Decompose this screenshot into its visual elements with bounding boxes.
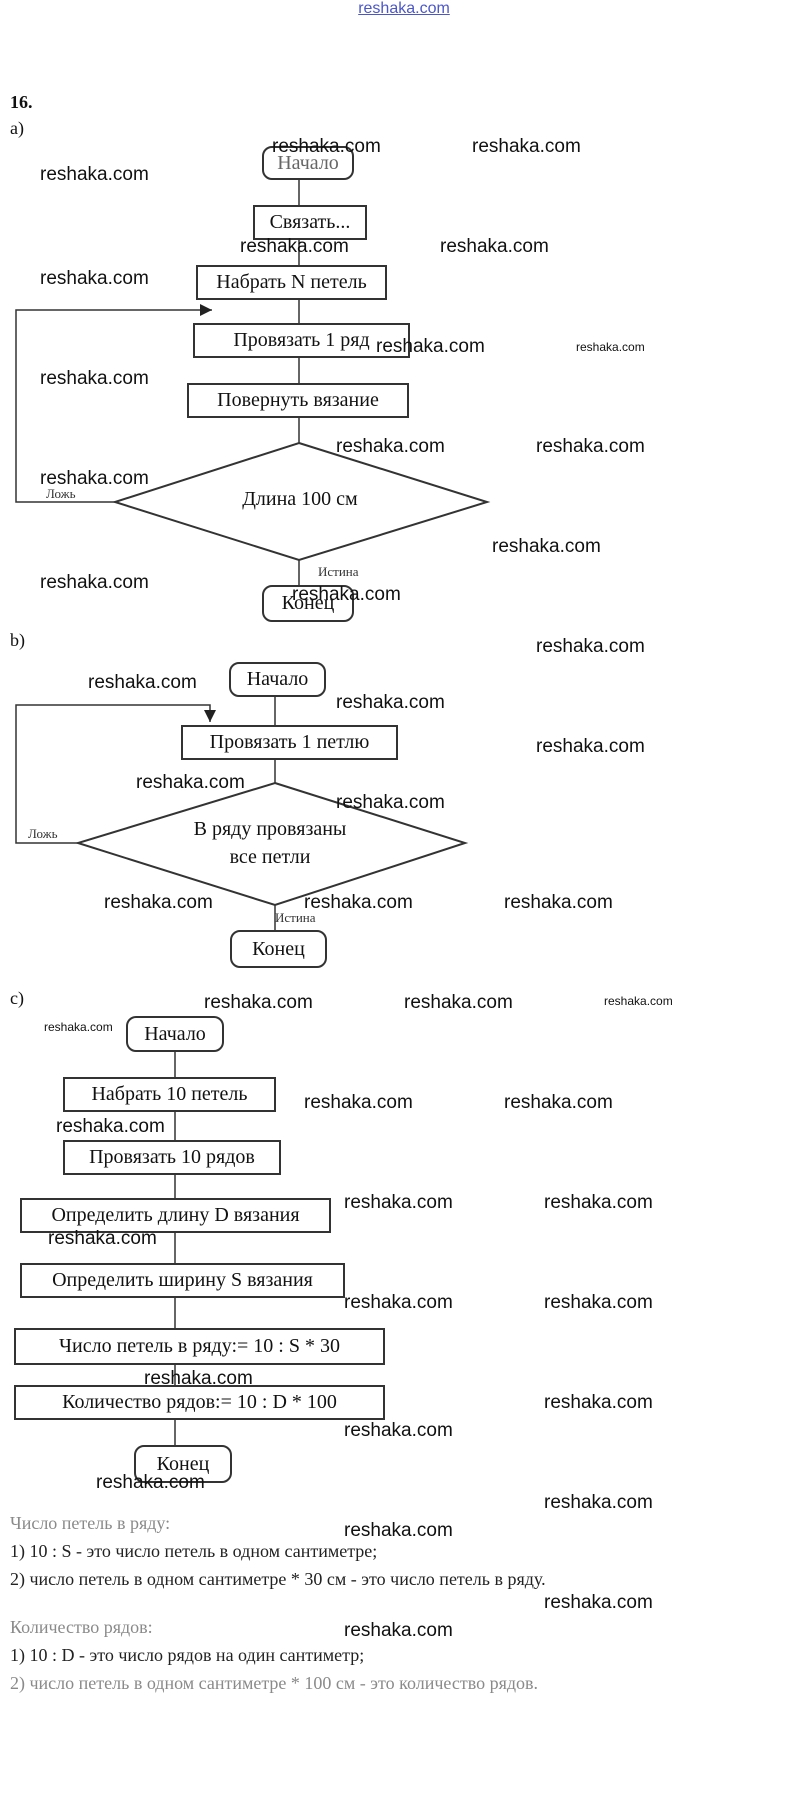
watermark-text: reshaka.com: [536, 436, 645, 457]
watermark-text: reshaka.com: [204, 992, 313, 1013]
watermark-text: reshaka.com: [504, 892, 613, 913]
watermark-text: reshaka.com: [344, 1292, 453, 1313]
watermark-text: reshaka.com: [544, 1392, 653, 1413]
notes-loops-title: Число петель в ряду:: [10, 1513, 171, 1533]
watermark-text: reshaka.com: [544, 1192, 653, 1213]
flow-b-decision-line2: все петли: [229, 846, 311, 868]
watermark-text: reshaka.com: [536, 636, 645, 657]
notes-rows-2: 2) число петель в одном сантиметре * 100…: [10, 1673, 539, 1693]
watermark-text: reshaka.com: [440, 236, 549, 257]
watermark-text: reshaka.com: [88, 672, 197, 693]
flow-c-step-length: Определить длину D вязания: [20, 1198, 331, 1233]
watermark-text: reshaka.com: [40, 572, 149, 593]
watermark-text: reshaka.com: [40, 268, 149, 289]
watermark-text: reshaka.com: [536, 736, 645, 757]
notes-loops-2: 2) число петель в одном сантиметре * 30 …: [10, 1569, 546, 1589]
notes-loops-1: 1) 10 : S - это число петель в одном сан…: [10, 1541, 378, 1561]
watermark-text: reshaka.com: [104, 892, 213, 913]
watermark-text: reshaka.com: [144, 1368, 253, 1389]
watermark-text: reshaka.com: [240, 236, 349, 257]
notes-rows-title: Количество рядов:: [10, 1617, 153, 1637]
flow-a-lines: [15, 178, 300, 585]
watermark-text: reshaka.com: [492, 536, 601, 557]
flow-b-decision-diamond: [74, 781, 469, 907]
flow-c-step-cast-on: Набрать 10 петель: [63, 1077, 276, 1112]
flow-a-start: Начало: [262, 146, 354, 180]
watermark-text: reshaka.com: [344, 1620, 453, 1641]
section-b-label: b): [10, 630, 25, 650]
flow-b-true-label: Истина: [275, 910, 316, 925]
watermark-text: reshaka.com: [336, 436, 445, 457]
notes-rows-1: 1) 10 : D - это число рядов на один сант…: [10, 1645, 365, 1665]
watermark-text: reshaka.com: [336, 792, 445, 813]
watermark-text: reshaka.com: [56, 1116, 165, 1137]
flow-a-false-label: Ложь: [46, 486, 76, 501]
watermark-text: reshaka.com: [48, 1228, 157, 1249]
watermark-text: reshaka.com: [304, 1092, 413, 1113]
watermark-text: reshaka.com: [344, 1192, 453, 1213]
watermark-text-small: reshaka.com: [44, 1020, 113, 1034]
watermark-text: reshaka.com: [472, 136, 581, 157]
problem-number: 16.: [10, 92, 33, 112]
watermark-text: reshaka.com: [376, 336, 485, 357]
watermark-text: reshaka.com: [336, 692, 445, 713]
flow-a-end: Конец: [262, 585, 354, 622]
flow-a-step-turn: Повернуть вязание: [187, 383, 409, 418]
flow-a-decision-text: Длина 100 см: [242, 488, 358, 510]
watermark-text: reshaka.com: [40, 164, 149, 185]
flow-c-start: Начало: [126, 1016, 224, 1052]
flow-a-true-label: Истина: [318, 564, 359, 579]
watermark-text-small: reshaka.com: [576, 340, 645, 354]
flow-c-step-width: Определить ширину S вязания: [20, 1263, 345, 1298]
watermark-text: reshaka.com: [40, 368, 149, 389]
flow-b-false-label: Ложь: [28, 826, 58, 841]
watermark-text: reshaka.com: [344, 1420, 453, 1441]
watermark-text: reshaka.com: [544, 1592, 653, 1613]
watermark-text: reshaka.com: [404, 992, 513, 1013]
watermark-text: reshaka.com: [136, 772, 245, 793]
flow-b-decision-line1: В ряду провязаны: [193, 818, 347, 840]
watermark-text-small: reshaka.com: [604, 994, 673, 1008]
watermark-text: reshaka.com: [96, 1472, 205, 1493]
flow-b-lines: [15, 697, 276, 930]
watermark-text: reshaka.com: [504, 1092, 613, 1113]
flow-a-step-tie: Связать...: [253, 205, 367, 240]
watermark-text: reshaka.com: [544, 1292, 653, 1313]
watermark-text: reshaka.com: [344, 1520, 453, 1541]
flow-a-decision-diamond: [111, 441, 491, 562]
flow-a-step-cast-on: Набрать N петель: [196, 265, 387, 300]
watermark-text: reshaka.com: [292, 584, 401, 605]
watermark-text: reshaka.com: [40, 468, 149, 489]
flow-c-step-row-count: Количество рядов:= 10 : D * 100: [14, 1385, 385, 1420]
flow-c-step-knit-rows: Провязать 10 рядов: [63, 1140, 281, 1175]
flow-b-start: Начало: [229, 662, 326, 697]
flow-b-end: Конец: [230, 930, 327, 968]
section-a-label: а): [10, 118, 24, 138]
watermark-text: reshaka.com: [544, 1492, 653, 1513]
site-header-link[interactable]: reshaka.com: [358, 0, 450, 17]
flow-c-end: Конец: [134, 1445, 232, 1483]
flow-a-step-knit-row: Провязать 1 ряд: [193, 323, 410, 358]
flow-b-step-knit-loop: Провязать 1 петлю: [181, 725, 398, 760]
watermark-text: reshaka.com: [304, 892, 413, 913]
flow-c-step-loops-per-row: Число петель в ряду:= 10 : S * 30: [14, 1328, 385, 1365]
watermark-text: reshaka.com: [272, 136, 381, 157]
section-c-label: c): [10, 988, 24, 1008]
